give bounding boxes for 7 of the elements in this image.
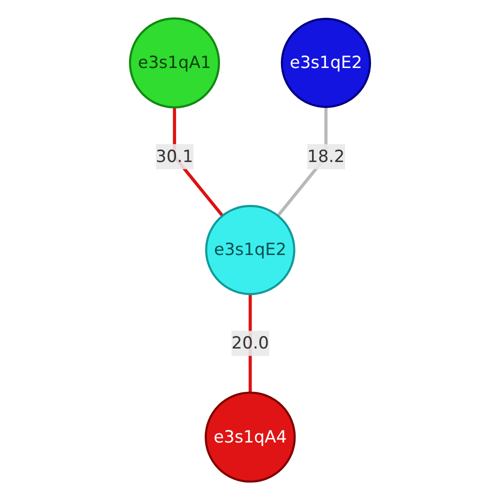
node-circle: e3s1qE2 <box>280 18 372 108</box>
edge-label: 18.2 <box>307 146 345 166</box>
edge-label: 30.1 <box>156 146 194 166</box>
node-circle: e3s1qA1 <box>128 17 220 108</box>
node-circle: e3s1qE2 <box>205 204 296 296</box>
node-circle: e3s1qA4 <box>204 392 296 483</box>
edge-label: 20.0 <box>232 332 269 353</box>
